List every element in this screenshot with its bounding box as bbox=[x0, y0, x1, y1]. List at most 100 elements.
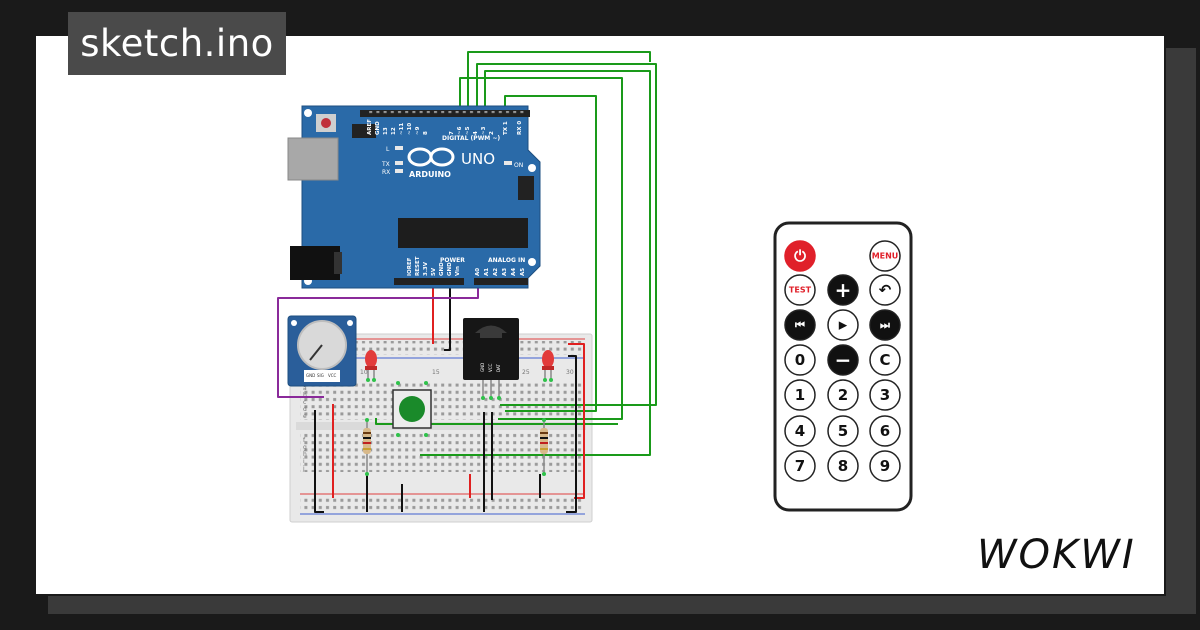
wire-green-d3 bbox=[504, 95, 597, 412]
wire-purple-a0 bbox=[277, 284, 479, 398]
remote-button-6[interactable]: 6 bbox=[869, 415, 901, 447]
remote-button-8[interactable]: 8 bbox=[827, 450, 859, 482]
digital-pin-label: ~6 bbox=[457, 126, 463, 135]
label-analog: ANALOG IN bbox=[488, 257, 525, 264]
power-jack bbox=[290, 246, 340, 280]
analog-header bbox=[474, 278, 528, 285]
remote-button-label: + bbox=[835, 278, 852, 302]
wire-green-ir bbox=[375, 418, 618, 425]
bb-col-label: 30 bbox=[566, 369, 574, 376]
reset-button[interactable] bbox=[321, 118, 331, 128]
bb-row-label: f bbox=[303, 437, 306, 444]
wire-green-d7 bbox=[459, 77, 623, 420]
remote-button-2[interactable]: 2 bbox=[827, 379, 859, 411]
remote-button-label: ↶ bbox=[879, 281, 892, 299]
remote-button-label: ⏮ bbox=[795, 319, 805, 332]
bb-row-label: d bbox=[303, 406, 307, 413]
remote-button-next[interactable]: ⏭ bbox=[869, 309, 901, 341]
pot-pin-label: SIG bbox=[317, 373, 324, 378]
digital-pin-label: AREF bbox=[367, 119, 373, 135]
power-header bbox=[394, 278, 464, 285]
remote-button-label: 0 bbox=[795, 351, 805, 369]
digital-pin-label: GND bbox=[375, 121, 381, 135]
wokwi-logo-text: WOKWI bbox=[977, 532, 1136, 578]
power-pin-label: Vin bbox=[455, 266, 461, 276]
bb-row-label: e bbox=[303, 413, 307, 420]
digital-pin-label: ~5 bbox=[465, 126, 471, 135]
ir-receiver[interactable]: GND VCC DAT bbox=[463, 318, 519, 398]
analog-pin-label: A1 bbox=[484, 268, 490, 276]
analog-pin-label: A5 bbox=[520, 268, 526, 276]
arduino-logo bbox=[407, 147, 455, 167]
remote-button-7[interactable]: 7 bbox=[784, 450, 816, 482]
power-pin-label: 5V bbox=[431, 267, 437, 276]
label-power: POWER bbox=[440, 257, 465, 264]
resistor-right bbox=[540, 420, 548, 474]
preview-card bbox=[34, 34, 1166, 596]
digital-pin-label: ~11 bbox=[399, 123, 405, 135]
digital-pin-label: 2 bbox=[489, 131, 495, 135]
remote-button-back[interactable]: ↶ bbox=[869, 274, 901, 306]
digital-pin-label: RX 0 bbox=[517, 121, 523, 135]
remote-button-3[interactable]: 3 bbox=[869, 379, 901, 411]
remote-button-label: 8 bbox=[838, 457, 848, 475]
remote-button-minus[interactable]: − bbox=[827, 344, 859, 376]
sketch-title[interactable]: sketch.ino bbox=[68, 12, 286, 75]
digital-pin-label: 13 bbox=[383, 127, 389, 135]
analog-pin-label: A3 bbox=[502, 268, 508, 276]
remote-button-5[interactable]: 5 bbox=[827, 415, 859, 447]
remote-button-label: ▶ bbox=[839, 319, 848, 332]
analog-pin-label: A4 bbox=[511, 268, 517, 276]
wire-black-gnd bbox=[444, 284, 451, 351]
digital-pin-label: TX 1 bbox=[503, 121, 509, 135]
breadboard: 5 10 15 20 25 30 a b c d e f g h i j bbox=[289, 333, 593, 523]
remote-button-menu[interactable]: MENU bbox=[869, 240, 901, 272]
remote-button-1[interactable]: 1 bbox=[784, 379, 816, 411]
remote-button-4[interactable]: 4 bbox=[784, 415, 816, 447]
bb-row-label: c bbox=[303, 399, 306, 406]
remote-button-label: 4 bbox=[795, 422, 805, 440]
bb-col-label: 10 bbox=[360, 369, 368, 376]
power-pin-label: 3.3V bbox=[423, 261, 429, 276]
remote-button-power[interactable]: ⏻ bbox=[784, 240, 816, 272]
remote-button-label: ⏻ bbox=[794, 247, 806, 265]
remote-button-plus[interactable]: + bbox=[827, 274, 859, 306]
label-digital: DIGITAL (PWM ~) bbox=[442, 135, 500, 142]
arduino-uno[interactable]: UNO ARDUINO DIGITAL (PWM ~) POWER ANALOG… bbox=[287, 105, 541, 289]
usb-port bbox=[287, 137, 339, 181]
remote-button-label: C bbox=[879, 351, 890, 369]
remote-button-c[interactable]: C bbox=[869, 344, 901, 376]
analog-pin-label: A0 bbox=[475, 268, 481, 276]
board-label-uno: UNO bbox=[461, 150, 495, 168]
remote-button-test[interactable]: TEST bbox=[784, 274, 816, 306]
wire-black-pot bbox=[314, 410, 324, 513]
remote-button-label: 5 bbox=[838, 422, 848, 440]
power-pin-label: RESET bbox=[415, 256, 421, 276]
label-tx: TX bbox=[381, 161, 390, 168]
analog-pin-label: A2 bbox=[493, 268, 499, 276]
push-button[interactable] bbox=[392, 389, 432, 429]
pot-pin-label: VCC bbox=[328, 373, 337, 378]
wire-black-right bbox=[566, 355, 577, 513]
board-label-arduino: ARDUINO bbox=[409, 170, 451, 179]
bb-row-label: g bbox=[303, 444, 307, 451]
bb-col-label: 25 bbox=[522, 369, 530, 376]
power-pin-label: GND bbox=[439, 262, 445, 276]
remote-button-label: MENU bbox=[872, 252, 899, 261]
remote-button-label: TEST bbox=[789, 286, 812, 295]
remote-button-label: − bbox=[835, 348, 852, 372]
remote-button-0[interactable]: 0 bbox=[784, 344, 816, 376]
remote-button-label: 1 bbox=[795, 386, 805, 404]
remote-button-9[interactable]: 9 bbox=[869, 450, 901, 482]
bb-col-label: 15 bbox=[432, 369, 440, 376]
potentiometer[interactable]: GND SIG VCC bbox=[287, 315, 357, 387]
pot-knob-indicator bbox=[309, 344, 323, 361]
wokwi-logo: WOKWI bbox=[977, 532, 1136, 578]
digital-pin-label: 12 bbox=[391, 127, 397, 135]
resistor-left bbox=[363, 420, 371, 474]
remote-button-prev[interactable]: ⏮ bbox=[784, 309, 816, 341]
wire-green-d2 bbox=[467, 51, 651, 112]
remote-button-play[interactable]: ▶ bbox=[827, 309, 859, 341]
